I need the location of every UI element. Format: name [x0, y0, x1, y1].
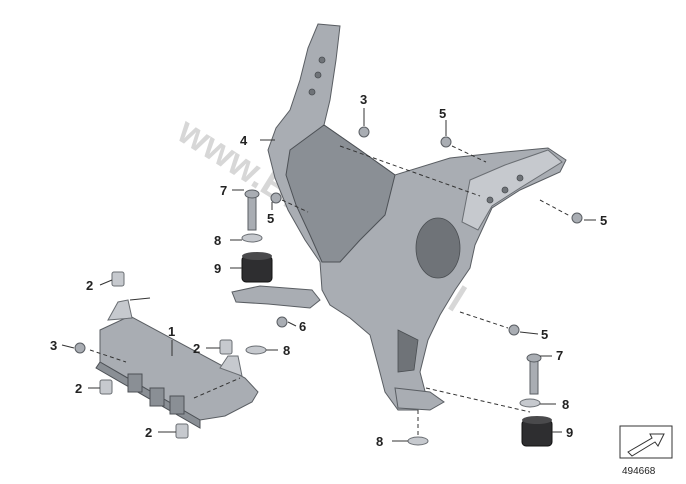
bolt-icon [244, 189, 542, 395]
callout-2: 2 [75, 381, 82, 396]
rubber-mount-lower [521, 416, 553, 447]
callout-1: 1 [168, 324, 175, 339]
callout-2: 2 [145, 425, 152, 440]
callout-5: 5 [600, 213, 607, 228]
callout-2: 2 [193, 341, 200, 356]
callout-3: 3 [360, 92, 367, 107]
callout-5: 5 [541, 327, 548, 342]
screw-icon [74, 126, 583, 354]
orientation-arrow-icon [619, 425, 673, 459]
callout-3: 3 [50, 338, 57, 353]
callout-9: 9 [214, 261, 221, 276]
main-frame-bracket [231, 23, 567, 411]
callout-8: 8 [283, 343, 290, 358]
leader-lines [61, 108, 596, 442]
rubber-mount-upper [241, 252, 273, 283]
document-number: 494668 [622, 466, 656, 477]
callout-7: 7 [220, 183, 227, 198]
washer-icon [241, 233, 541, 446]
callout-4: 4 [240, 133, 248, 148]
front-bracket [95, 299, 259, 429]
clip-nut-icon [99, 271, 233, 439]
callout-7: 7 [556, 348, 563, 363]
callout-8: 8 [376, 434, 383, 449]
callout-8: 8 [562, 397, 569, 412]
callout-5: 5 [267, 211, 274, 226]
callout-8: 8 [214, 233, 221, 248]
callout-6: 6 [299, 319, 306, 334]
callout-5: 5 [439, 106, 446, 121]
callout-labels: 1 2 2 2 2 3 3 4 5 5 5 5 6 7 7 8 8 8 8 9 … [50, 92, 607, 449]
callout-9: 9 [566, 425, 573, 440]
callout-2: 2 [86, 278, 93, 293]
